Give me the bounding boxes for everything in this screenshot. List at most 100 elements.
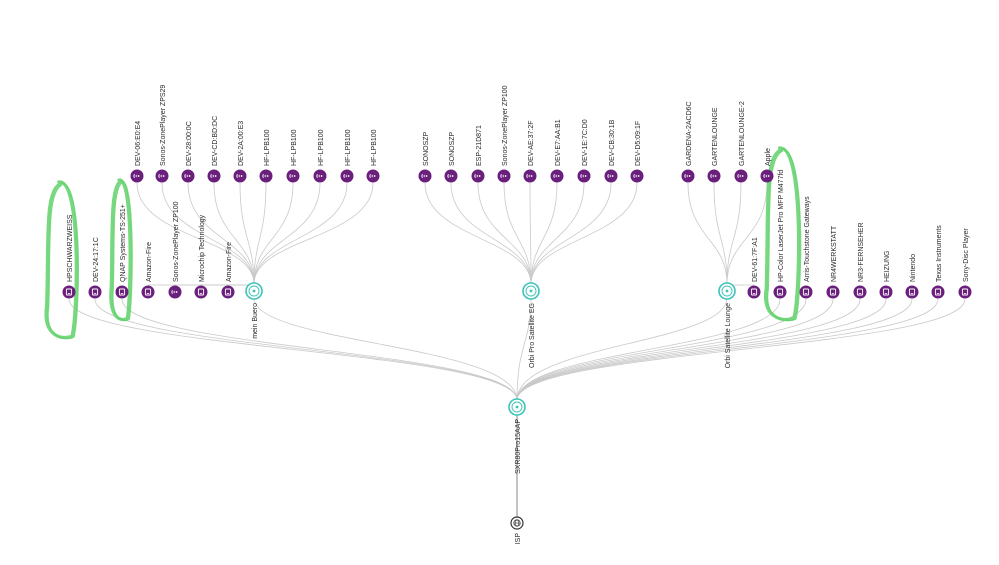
edge-dev-2a-00-e3 [239, 182, 255, 285]
edge-dev-e7-aa-b1 [530, 182, 558, 285]
gartenlounge-2-node[interactable]: GARTENLOUNGE-2 [734, 101, 748, 183]
gardena-2acd6c-node[interactable]: GARDENA-2ACD6C [681, 101, 695, 183]
wifi-icon [447, 173, 454, 179]
nintendo-node[interactable]: Nintendo [905, 254, 919, 299]
edge-nr4werkstatt [516, 298, 834, 401]
dev-24-17-1c-node[interactable]: DEV-24:17:1C [88, 237, 102, 299]
dev-2a-00-e3-node[interactable]: DEV-2A:00:E3 [233, 121, 247, 183]
device-circle [577, 169, 591, 183]
device-circle [630, 169, 644, 183]
mein-buero-hub[interactable]: mein Buero [245, 282, 263, 339]
edge-router-hub-mein-buero [253, 297, 518, 401]
device-circle [340, 169, 354, 183]
gartenlounge-node[interactable]: GARTENLOUNGE [707, 107, 721, 183]
node-label: HEIZUNG [884, 251, 891, 283]
wifi-icon [184, 173, 191, 179]
sxr80pro15aap-hub[interactable]: SXR80Pro15AAP [508, 398, 526, 474]
edge-heizung [516, 298, 887, 401]
node-label: Sonos-ZonePlayer ZP100 [173, 201, 180, 282]
device-circle [734, 169, 748, 183]
hf-lpb100-node[interactable]: HF-LPB100 [259, 129, 273, 183]
node-label: HF-LPB100 [291, 129, 298, 166]
router-icon-dot [529, 289, 533, 293]
device-circle [444, 169, 458, 183]
device-icon [776, 288, 784, 296]
device-icon [856, 288, 864, 296]
device-icon [118, 288, 126, 296]
dev-d5-09-1f-node[interactable]: DEV-D5:09:1F [630, 121, 644, 183]
edge-sony-disc-player [516, 298, 966, 401]
dev-cb-30-1b-node[interactable]: DEV-CB:30:1B [604, 119, 618, 183]
apple-node[interactable]: Apple [760, 148, 774, 183]
hf-lpb100-node[interactable]: HF-LPB100 [313, 129, 327, 183]
node-label: DEV-CD:BD:DC [212, 116, 219, 166]
microchip-technology-node[interactable]: Microchip Technology [194, 214, 208, 299]
node-label: Sony-Disc Player [963, 228, 970, 282]
hf-lpb100-node[interactable]: HF-LPB100 [286, 129, 300, 183]
hf-lpb100-node[interactable]: HF-LPB100 [340, 129, 354, 183]
node-label: ESP-21D871 [476, 125, 483, 166]
wifi-icon [580, 173, 587, 179]
isp-node[interactable]: ISP [510, 516, 524, 544]
wifi-icon [133, 173, 140, 179]
dev-ae-37-2f-node[interactable]: DEV-AE:37:2F [523, 120, 537, 183]
edge-sonos-zoneplayer-zps29 [161, 182, 255, 285]
edge-dev-cb-30-1b [530, 182, 612, 285]
hp-color-laserjet-pro-mfp-m477fd-node[interactable]: HP-Color LaserJet Pro MFP M477fd [773, 170, 787, 299]
device-circle [799, 285, 813, 299]
wifi-icon [171, 289, 178, 295]
node-label: HP-Color LaserJet Pro MFP M477fd [778, 170, 785, 282]
esp-21d871-node[interactable]: ESP-21D871 [471, 125, 485, 183]
amazon-fire-node[interactable]: Amazon-Fire [141, 242, 155, 299]
edge-gartenlounge [713, 182, 728, 285]
texas-instruments-node[interactable]: Texas Instruments [931, 225, 945, 299]
device-circle [221, 285, 235, 299]
heizung-node[interactable]: HEIZUNG [879, 251, 893, 299]
node-label: DEV-61:7F:A1 [752, 237, 759, 282]
highlight-hpschwarzweiss-stroke [47, 182, 79, 340]
nr4werkstatt-node[interactable]: NR4WERKSTATT [826, 225, 840, 299]
device-circle [115, 285, 129, 299]
node-label: NR3-FERNSEHER [858, 222, 865, 282]
sonoszp-node[interactable]: SONOSZP [444, 131, 458, 183]
dev-e7-aa-b1-node[interactable]: DEV-E7:AA:B1 [550, 119, 564, 183]
dev-28-00-0c-node[interactable]: DEV-28:00:0C [181, 121, 195, 183]
dev-61-7f-a1-node[interactable]: DEV-61:7F:A1 [747, 237, 761, 299]
device-circle [418, 169, 432, 183]
wifi-icon [289, 173, 296, 179]
hf-lpb100-node[interactable]: HF-LPB100 [366, 129, 380, 183]
wifi-icon [607, 173, 614, 179]
nr3-fernseher-node[interactable]: NR3-FERNSEHER [853, 222, 867, 299]
device-icon [961, 288, 969, 296]
dev-1e-7c-d0-node[interactable]: DEV-1E:7C:D0 [577, 119, 591, 183]
orbi-satellite-lounge-hub[interactable]: Orbi Satellite Lounge [718, 282, 736, 368]
qnap-systems-ts-251-node[interactable]: QNAP Systems-TS-251+ [115, 204, 129, 299]
dev-cd-bd-dc-node[interactable]: DEV-CD:BD:DC [207, 116, 221, 183]
sony-disc-player-node[interactable]: Sony-Disc Player [958, 228, 972, 299]
arris-touchstone-gateways-node[interactable]: Arris-Touchstone Gateways [799, 196, 813, 299]
amazon-fire-node[interactable]: Amazon-Fire [221, 242, 235, 299]
hpschwarzweiss-node[interactable]: HPSCHWARZWEISS [62, 214, 76, 299]
sonos-zoneplayer-zps29-node[interactable]: Sonos-ZonePlayer ZPS29 [155, 85, 169, 183]
device-icon [908, 288, 916, 296]
edge-dev-ae-37-2f [529, 182, 532, 285]
orbi-pro-satellite-eg-hub[interactable]: Orbi Pro Satellite EG [522, 282, 540, 368]
edge-sonoszp [424, 182, 532, 285]
device-circle [471, 169, 485, 183]
router-icon-dot [252, 289, 256, 293]
sonoszp-node[interactable]: SONOSZP [418, 131, 432, 183]
dev-06-e0-e4-node[interactable]: DEV-06:E0:E4 [130, 121, 144, 183]
device-circle [286, 169, 300, 183]
node-label: Amazon-Fire [226, 242, 233, 282]
device-circle [523, 169, 537, 183]
node-label: HF-LPB100 [345, 129, 352, 166]
network-nodes: DEV-06:E0:E4 Sonos-ZonePlayer ZPS29 DEV-28… [62, 85, 972, 544]
device-circle [747, 285, 761, 299]
edge-hf-lpb100 [253, 182, 348, 285]
router-icon [248, 285, 260, 297]
sonos-zoneplayer-zp100-node[interactable]: Sonos-ZonePlayer ZP100 [168, 201, 182, 299]
edge-gartenlounge-2 [726, 182, 742, 285]
wifi-icon [316, 173, 323, 179]
sonos-zoneplayer-zp100-node[interactable]: Sonos-ZonePlayer ZP100 [497, 85, 511, 183]
node-label: HF-LPB100 [371, 129, 378, 166]
